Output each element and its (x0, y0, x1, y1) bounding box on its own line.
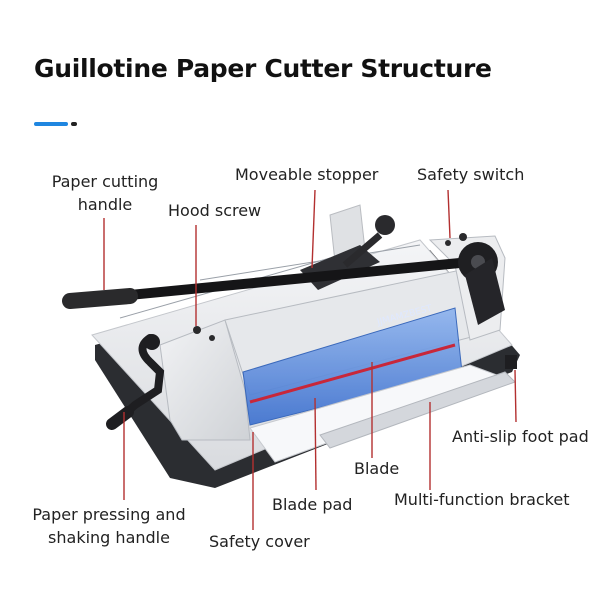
foot-pad (505, 355, 517, 369)
lever-grip (62, 288, 138, 309)
hood-screw-left (193, 326, 201, 334)
title-accent-bar (34, 122, 68, 126)
hood-screw-right (209, 335, 215, 341)
lever-arm (73, 257, 475, 305)
label-moveable-stopper: Moveable stopper (235, 165, 379, 184)
title-accent-dot (71, 122, 77, 126)
leader-lines (103, 189, 517, 530)
diagram-title: Guillotine Paper Cutter Structure (34, 54, 492, 83)
stopper-knob (375, 215, 395, 235)
blade-edge (249, 343, 456, 404)
label-blade: Blade (354, 459, 400, 478)
label-multi-function-bracket: Multi-function bracket (394, 490, 570, 509)
label-safety-switch: Safety switch (417, 165, 525, 184)
label-safety-cover: Safety cover (209, 532, 310, 551)
label-blade-pad: Blade pad (272, 495, 353, 514)
label-paper-pressing-handle: Paper pressing and shaking handle (32, 505, 186, 547)
label-paper-cutting-handle: Paper cutting handle (51, 172, 159, 214)
label-hood-screw: Hood screw (168, 201, 262, 220)
safety-switch-button (459, 233, 467, 241)
label-anti-slip-foot-pad: Anti-slip foot pad (452, 427, 589, 446)
lever-link (465, 258, 505, 325)
